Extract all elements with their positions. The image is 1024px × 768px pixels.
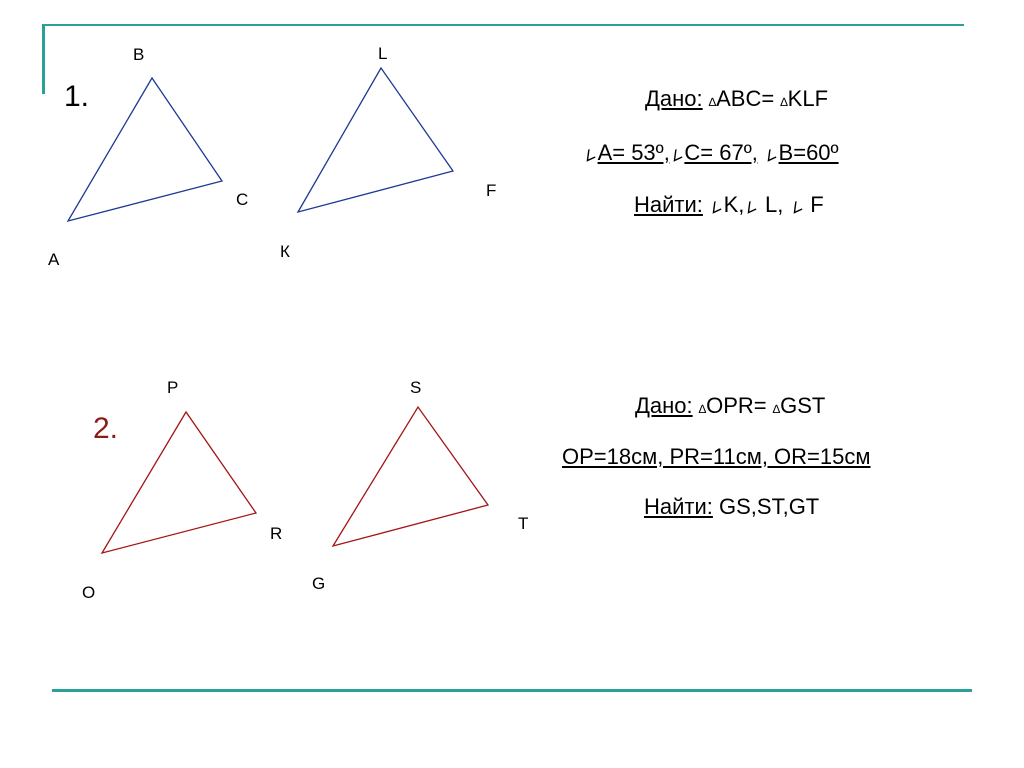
problem-2-sides: OP=18см, PR=11см, OR=15см	[562, 444, 871, 469]
angle-icon: ∠	[579, 145, 599, 165]
triangle-symbol: ∆	[780, 95, 788, 109]
triangle-gst	[331, 405, 490, 548]
vertex-r-label: R	[270, 524, 283, 543]
given-triangle-1: OPR=	[706, 393, 773, 418]
find-label: Найти:	[634, 192, 703, 217]
triangle-symbol: ∆	[698, 402, 707, 416]
triangle-opr	[100, 410, 258, 555]
vertex-t-label: T	[518, 514, 529, 533]
vertex-a-label: A	[48, 250, 60, 269]
triangle-symbol: ∆	[772, 402, 781, 416]
angle-icon: ∠	[706, 197, 725, 217]
triangle-symbol: ∆	[708, 95, 717, 109]
vertex-o-label: O	[82, 583, 96, 602]
find-label: Найти:	[644, 494, 713, 519]
problem-1-number: 1.	[64, 80, 90, 113]
find-sides: GS,ST,GT	[712, 494, 820, 519]
given-label: Дано:	[635, 393, 693, 418]
angle-icon: ∠	[760, 145, 780, 165]
frame-top-line	[42, 24, 964, 26]
vertex-s-label: S	[410, 378, 422, 397]
triangle-abc	[66, 76, 224, 223]
vertex-l-label: L	[378, 44, 388, 63]
vertex-k-label: К	[280, 242, 290, 261]
problem-2-find: Найти: GS,ST,GT	[644, 494, 819, 520]
find-angle-l: L,	[758, 192, 784, 217]
given-triangle-2: GST	[780, 393, 826, 418]
given-label: Дано:	[645, 86, 703, 111]
angle-b-value: B=60º	[778, 140, 839, 165]
angle-a-value: A= 53º,	[597, 140, 670, 165]
problem-1-given: Дано: ∆ABC= ∆KLF	[645, 86, 828, 112]
vertex-p-label: P	[167, 378, 179, 397]
vertex-f-label: F	[486, 181, 497, 200]
frame-left-line	[42, 24, 45, 94]
frame-bottom-line	[52, 689, 972, 692]
given-triangle-2: KLF	[787, 86, 829, 111]
vertex-b-label: B	[133, 45, 145, 64]
angle-icon: ∠	[786, 197, 805, 217]
given-triangle-1: ABC=	[716, 86, 781, 111]
find-angle-k: K,	[723, 192, 745, 217]
vertex-g-label: G	[312, 574, 326, 593]
vertex-c-label: C	[236, 190, 249, 209]
angle-c-value: C= 67º,	[684, 140, 758, 165]
problem-1-angles: ∠A= 53º,∠C= 67º, ∠B=60º	[579, 140, 839, 166]
problem-2-given: Дано: ∆OPR= ∆GST	[635, 393, 825, 419]
problem-1-find: Найти: ∠K,∠ L, ∠ F	[634, 192, 824, 218]
find-angle-f: F	[804, 192, 824, 217]
problem-2-number: 2.	[93, 412, 119, 445]
triangle-klf	[296, 66, 455, 214]
